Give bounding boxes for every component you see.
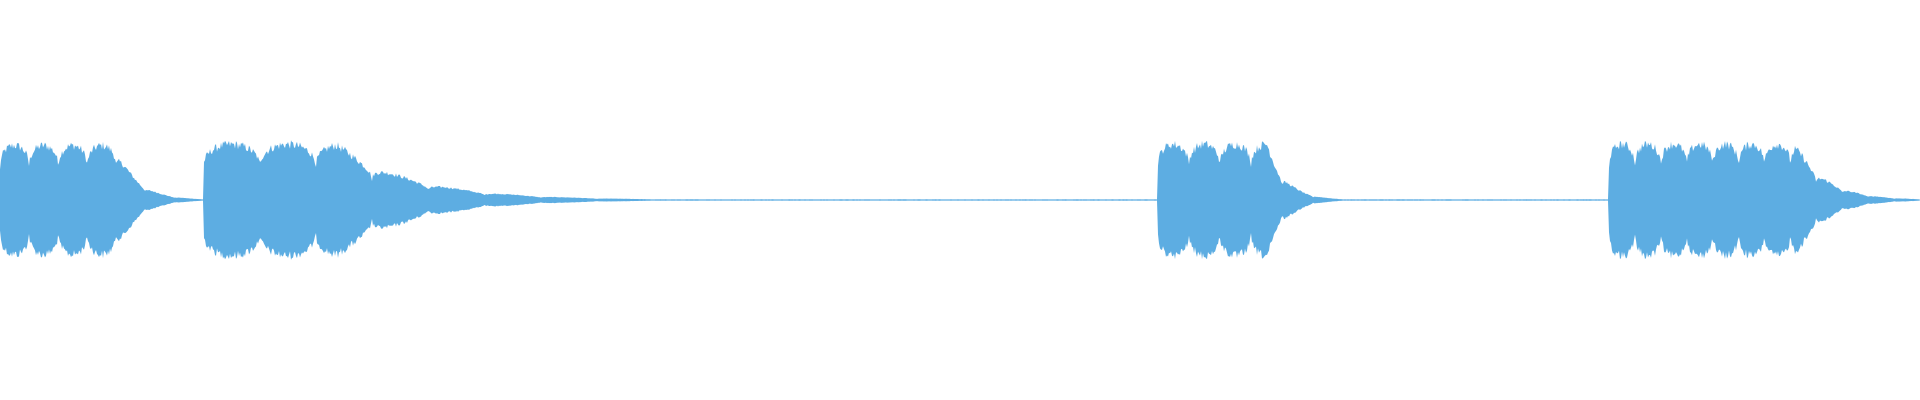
waveform-trace — [0, 140, 1920, 260]
